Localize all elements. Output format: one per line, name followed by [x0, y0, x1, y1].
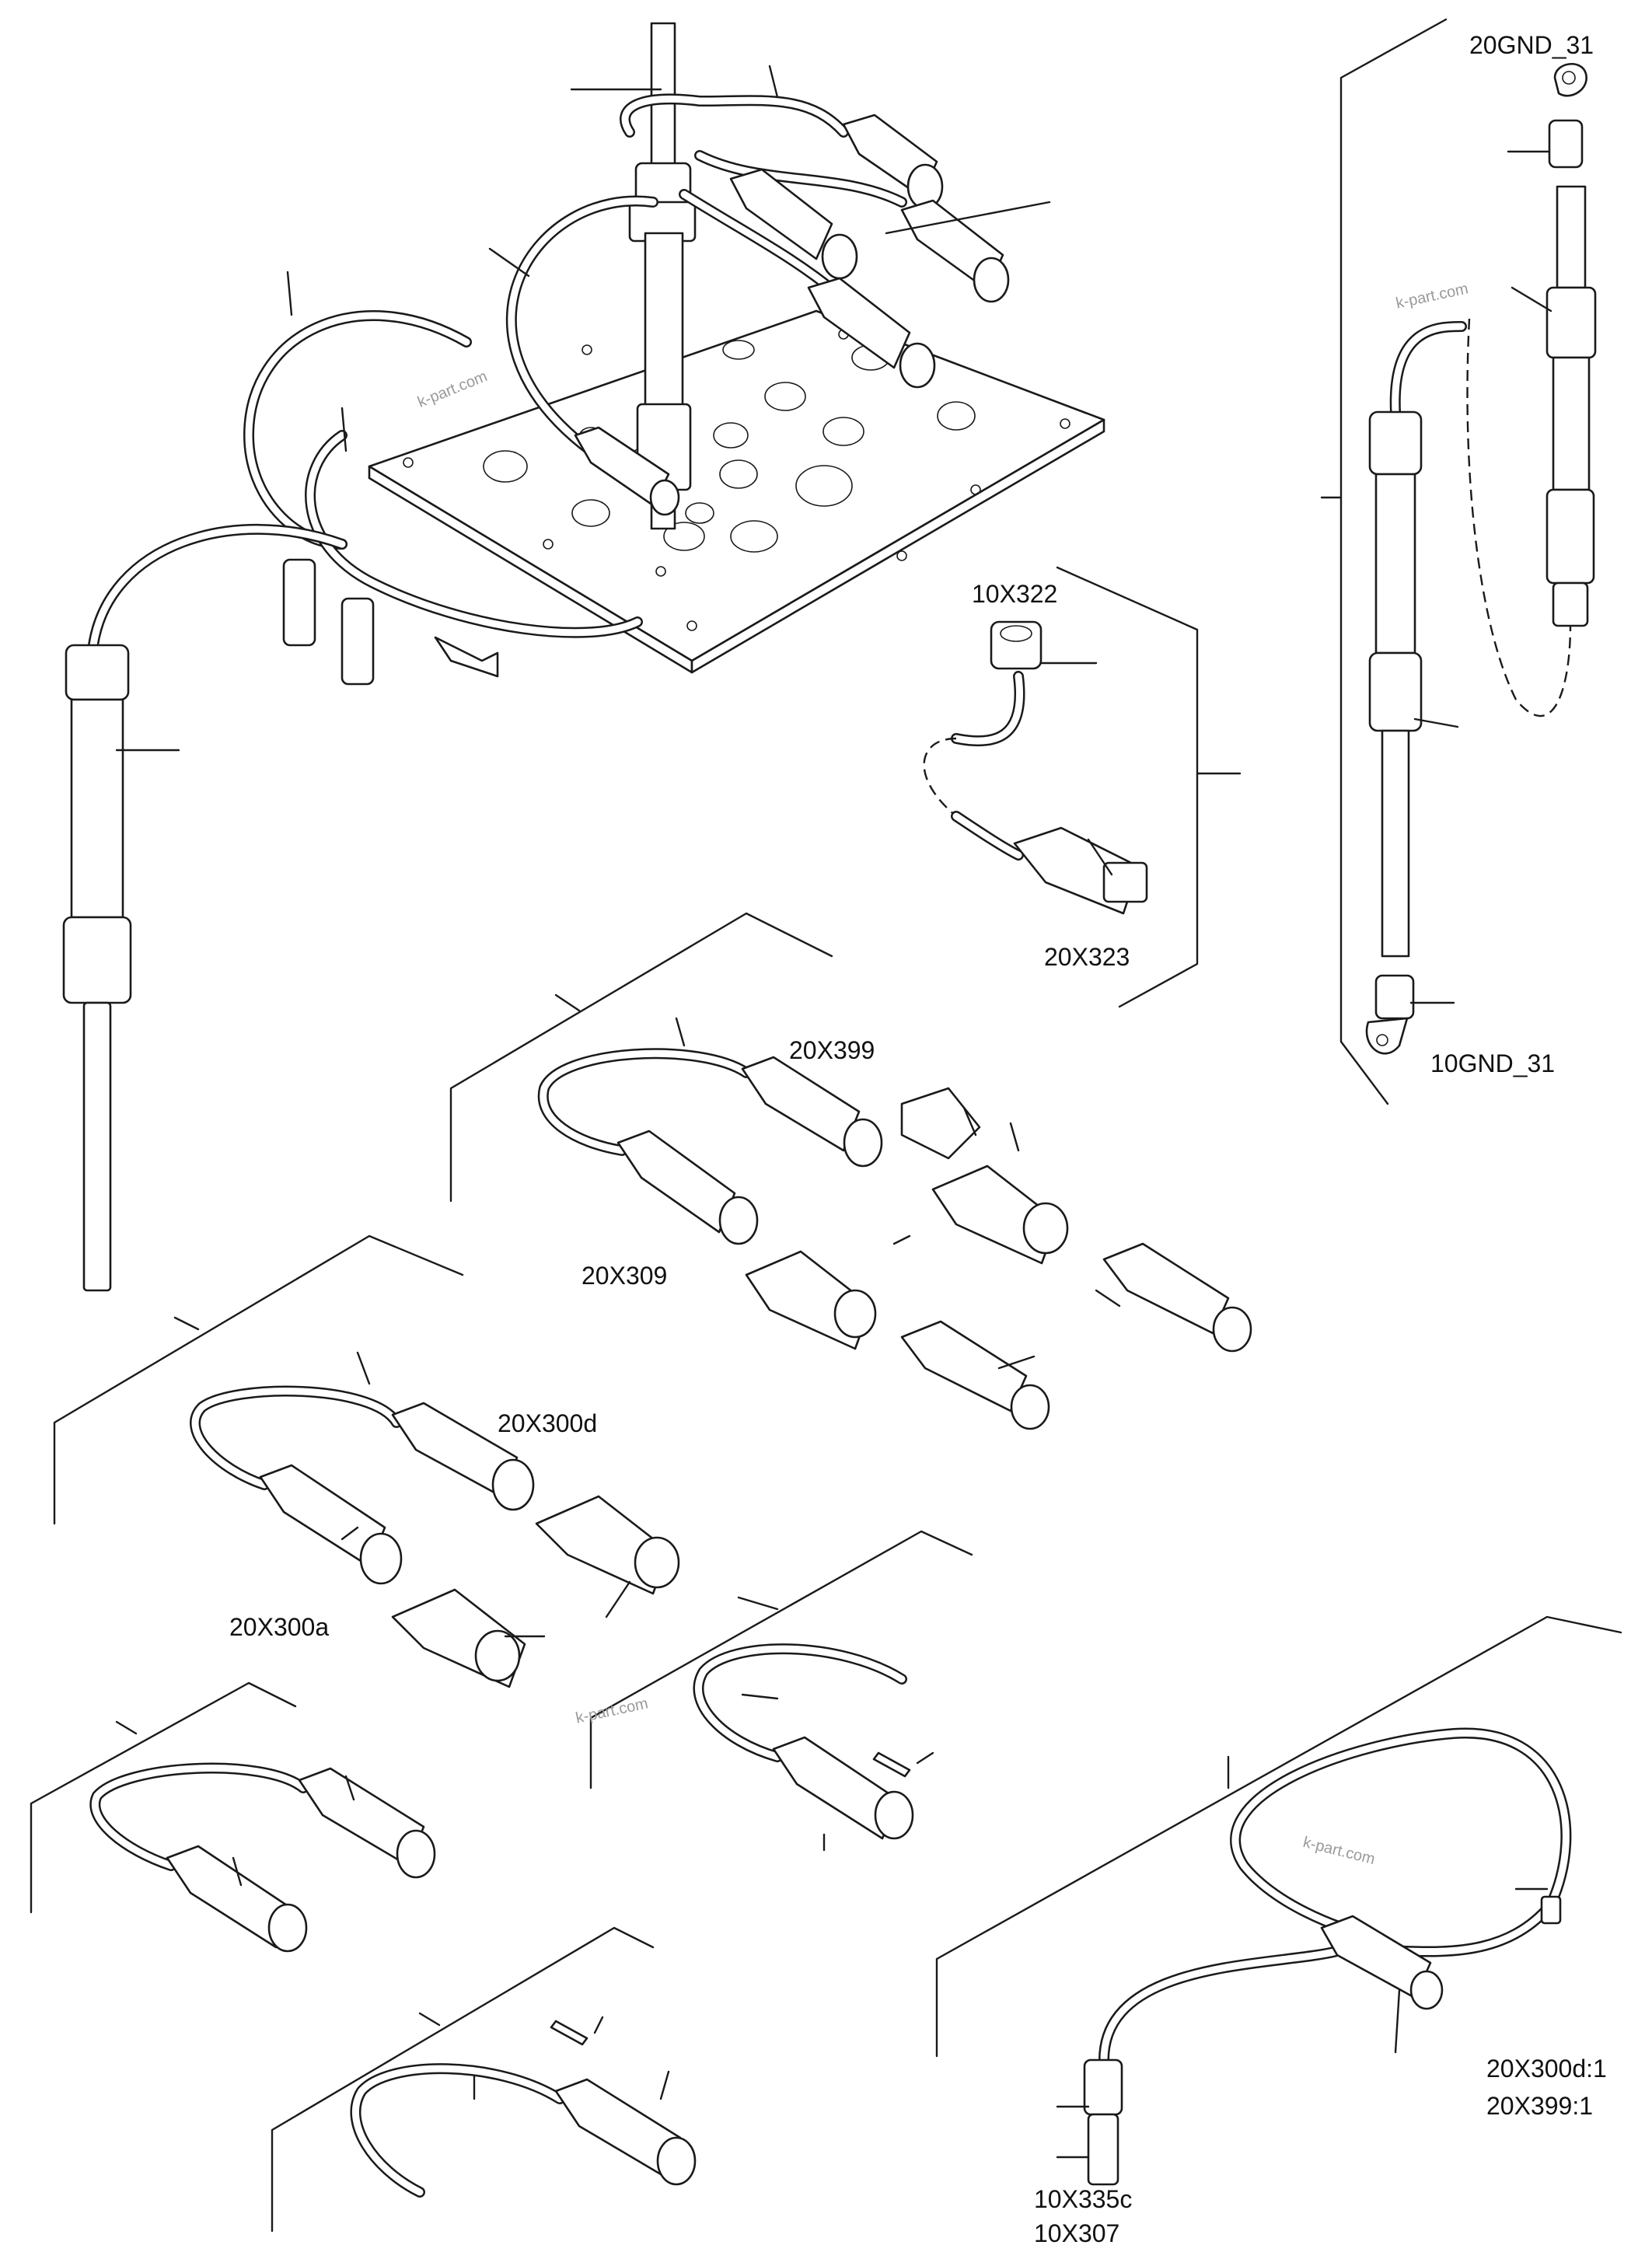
label-10x335c: 10X335c	[1034, 2185, 1133, 2213]
label-20x300d-1: 20X300d:1	[1486, 2055, 1607, 2083]
left-conduit	[62, 644, 132, 1292]
vertical-conduit	[628, 22, 697, 530]
harness-cables-top	[88, 93, 907, 651]
connectors-top	[574, 113, 1010, 516]
label-10x307: 10X307	[1034, 2219, 1120, 2247]
x300d-x300a-assembly	[53, 1234, 680, 1688]
connectors-under-plate	[282, 558, 499, 686]
x322-x323-assembly	[923, 566, 1242, 1008]
label-20x399-1: 20X399:1	[1486, 2092, 1594, 2120]
label-20x323: 20X323	[1044, 943, 1130, 971]
label-10gnd-31: 10GND_31	[1430, 1049, 1556, 1077]
harness-middle	[589, 1530, 973, 1852]
ground-cable-assembly	[1320, 18, 1597, 1105]
harness-bottom	[271, 1926, 697, 2233]
label-20gnd-31: 20GND_31	[1469, 31, 1594, 59]
harness-lower-left	[30, 1681, 436, 1953]
label-20x309: 20X309	[582, 1262, 668, 1290]
label-20x399: 20X399	[789, 1036, 875, 1064]
mounting-plate	[368, 309, 1105, 674]
label-20x300d: 20X300d	[498, 1409, 598, 1437]
x399-x309-assembly	[449, 912, 1252, 1430]
harness-bottom-right	[935, 1615, 1622, 2186]
label-10x322: 10X322	[972, 580, 1058, 608]
leader-lines-top	[115, 65, 1051, 752]
label-20x300a: 20X300a	[229, 1613, 330, 1641]
